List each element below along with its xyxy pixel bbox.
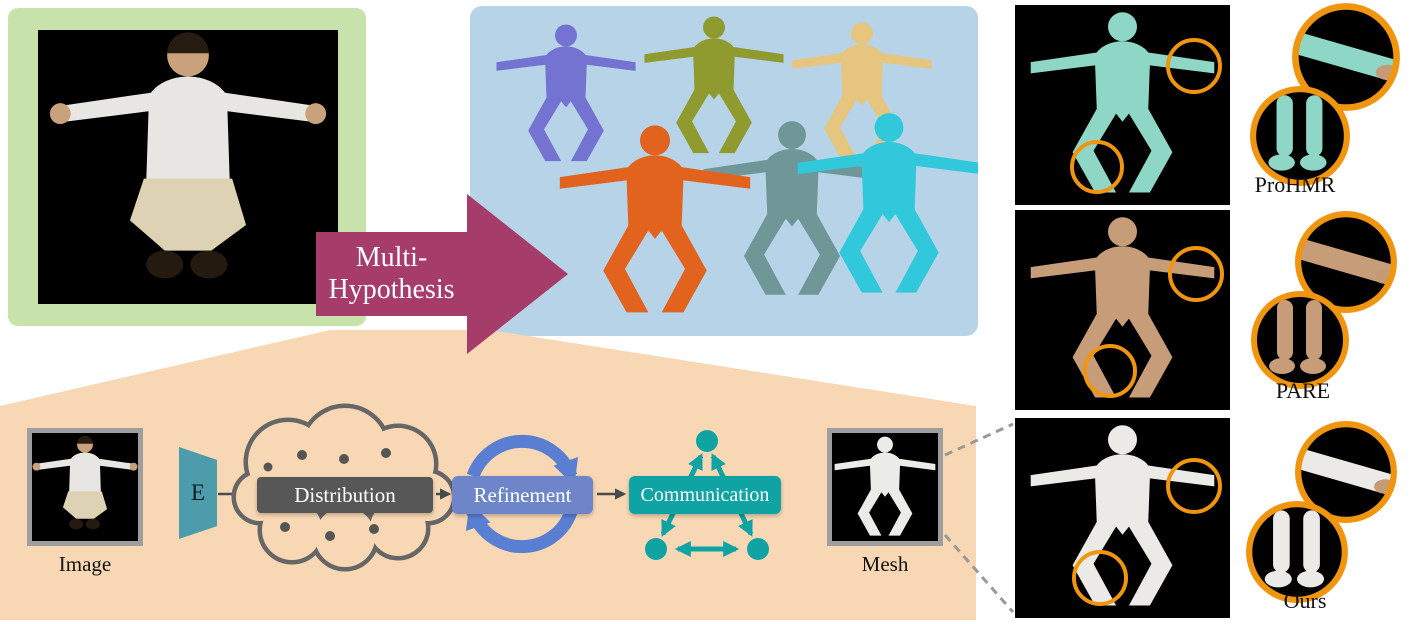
leg-zoom	[1276, 95, 1293, 157]
mesh-caption: Mesh	[861, 552, 909, 576]
ours-arm-inset	[1295, 421, 1397, 523]
input-image-panel	[8, 8, 366, 326]
distribution-box: Distribution	[257, 477, 433, 513]
ours-label: Ours	[1283, 588, 1327, 613]
foot-zoom	[1300, 154, 1327, 171]
input-photo	[38, 30, 338, 304]
arm-zoom	[1298, 445, 1394, 495]
foot-zoom	[1269, 358, 1295, 374]
arm-zoom	[1298, 235, 1394, 285]
ours-result-image	[1015, 418, 1230, 618]
foot-zoom	[1297, 570, 1325, 588]
pare-result-image	[1015, 210, 1230, 410]
foot-zoom	[1264, 570, 1292, 588]
leg-zoom	[1306, 300, 1322, 360]
communication-label: Communication	[640, 483, 770, 506]
encoder-label: E	[190, 480, 206, 505]
distribution-label: Distribution	[294, 482, 396, 507]
multi-hypothesis-label: Multi- Hypothesis	[316, 232, 467, 316]
prohmr-legs-inset	[1250, 86, 1350, 186]
leg-zoom	[1277, 300, 1293, 360]
leg-zoom	[1273, 510, 1290, 573]
pipeline-image-thumb	[27, 428, 143, 546]
pare-feet-highlight-circle	[1083, 344, 1137, 398]
leg-zoom	[1306, 95, 1323, 157]
communication-box: Communication	[629, 476, 781, 514]
hypothesis-mesh-orange	[554, 122, 756, 319]
arm-zoom	[1295, 29, 1397, 82]
prohmr-hand-highlight-circle	[1166, 38, 1222, 94]
refinement-box: Refinement	[452, 476, 593, 514]
ours-hand-highlight-circle	[1166, 458, 1222, 514]
foot-zoom	[1300, 358, 1326, 374]
leg-zoom	[1303, 510, 1320, 573]
pare-legs-inset	[1251, 291, 1349, 389]
pare-arm-inset	[1295, 211, 1397, 313]
refinement-label: Refinement	[473, 482, 572, 507]
ours-legs-inset	[1246, 501, 1348, 603]
foot-zoom	[1268, 154, 1295, 171]
ours-feet-highlight-circle	[1072, 550, 1128, 606]
prohmr-feet-highlight-circle	[1070, 140, 1124, 194]
arrow-label-line2: Hypothesis	[328, 274, 455, 305]
prohmr-label: ProHMR	[1254, 172, 1336, 197]
arrow-label-line1: Multi-	[355, 241, 428, 273]
encoder-block: E	[179, 447, 217, 539]
jumping-person-photo	[38, 30, 338, 304]
hypothesis-mesh-cyan	[792, 110, 978, 299]
pare-hand-highlight-circle	[1168, 246, 1224, 302]
prohmr-result-image	[1015, 5, 1230, 205]
image-caption: Image	[58, 552, 112, 576]
pipeline-output-mesh	[832, 433, 938, 541]
pipeline-mesh-thumb	[827, 428, 943, 546]
prohmr-arm-inset	[1292, 3, 1400, 111]
pipeline-input-person	[32, 433, 138, 541]
pare-label: PARE	[1275, 378, 1331, 403]
